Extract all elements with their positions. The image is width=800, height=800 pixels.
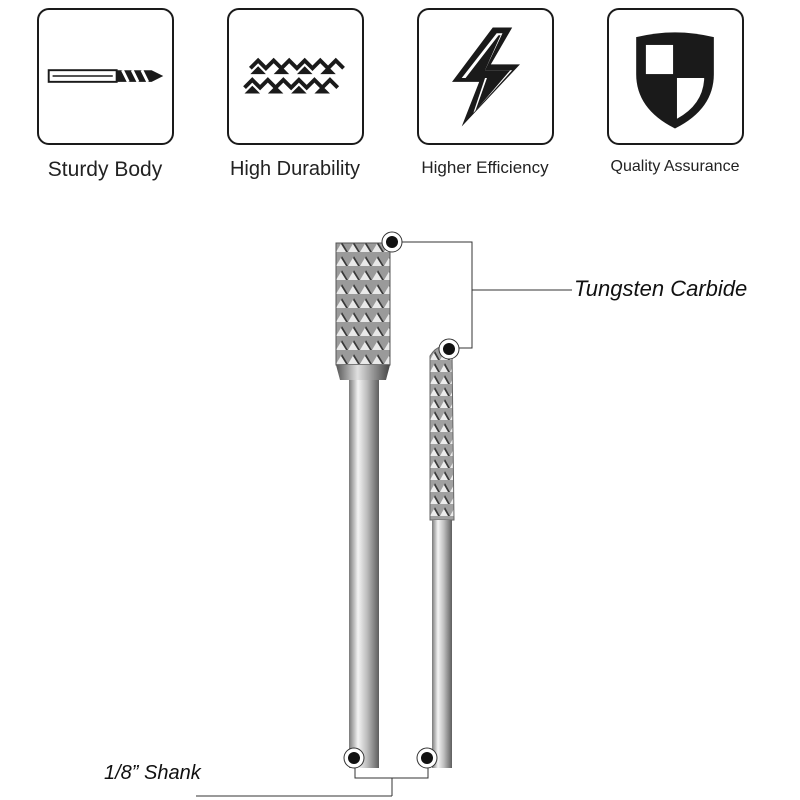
cylinder-burr	[335, 242, 391, 768]
feature-label-high-durability: High Durability	[229, 158, 361, 180]
shield-icon	[636, 32, 714, 129]
zigzag-teeth-icon	[243, 57, 345, 94]
pointed-burr	[429, 346, 455, 768]
feature-label-quality-assurance: Quality Assurance	[610, 158, 740, 175]
feature-card-higher-efficiency	[417, 8, 554, 145]
feature-label-sturdy-body: Sturdy Body	[47, 158, 163, 181]
callout-markers	[343, 231, 460, 769]
lightning-bolt-icon	[452, 27, 520, 127]
tungsten-carbide-label: Tungsten Carbide	[574, 276, 748, 301]
feature-card-sturdy-body	[37, 8, 174, 145]
feature-card-high-durability	[227, 8, 364, 145]
feature-card-quality-assurance	[607, 8, 744, 145]
drill-bit-icon	[47, 69, 164, 83]
feature-label-higher-efficiency: Higher Efficiency	[421, 158, 549, 177]
carbide-callout-bracket	[392, 241, 473, 349]
shank-size-label: 1/8” Shank	[104, 762, 201, 784]
